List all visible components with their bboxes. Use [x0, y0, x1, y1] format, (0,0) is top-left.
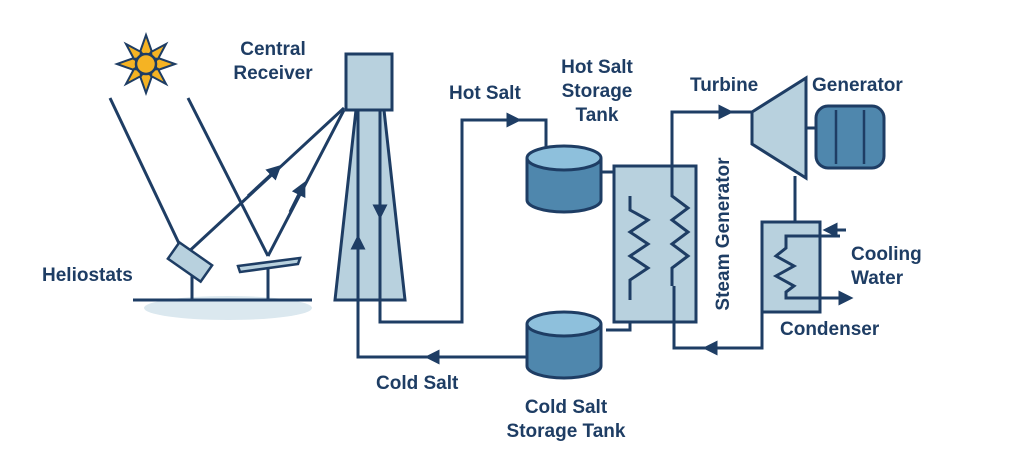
- tank-icon: [525, 310, 603, 380]
- central-receiver-label: Central Receiver: [233, 39, 313, 84]
- hot-salt-pipe: [378, 110, 548, 324]
- hot-salt-label: Hot Salt: [449, 83, 521, 104]
- heliostat-icon: [236, 256, 302, 300]
- sun-ray-2: [186, 97, 270, 257]
- generator-label: Generator: [812, 75, 903, 96]
- cold-salt-pipe: [356, 110, 527, 359]
- turbine-label: Turbine: [690, 75, 759, 96]
- tower-icon: [333, 52, 407, 302]
- generator-icon: [814, 104, 886, 170]
- tank-icon: [525, 144, 603, 214]
- heat-exchanger-icon: [612, 164, 698, 324]
- sun-icon: [113, 31, 179, 97]
- steam-generator-label: Steam Generator: [713, 157, 734, 311]
- cold-salt-label: Cold Salt: [376, 373, 459, 394]
- hot-salt-storage-tank-label: Hot Salt Storage Tank: [561, 57, 633, 126]
- cold-salt-storage-tank-label: Cold Salt Storage Tank: [506, 397, 626, 442]
- reflected-ray-arrow-2: [288, 181, 306, 213]
- turbine-icon: [750, 75, 808, 181]
- sun-ray-1: [108, 97, 186, 255]
- cooling-water-label: Cooling Water: [851, 244, 922, 289]
- reflected-ray-arrow-1: [246, 164, 282, 198]
- reflected-ray-2: [266, 109, 346, 257]
- condenser-label: Condenser: [780, 319, 880, 340]
- heliostat-icon: [166, 240, 214, 300]
- heliostats-label: Heliostats: [42, 265, 133, 286]
- condenser-icon: [760, 220, 840, 314]
- ground: [144, 296, 312, 320]
